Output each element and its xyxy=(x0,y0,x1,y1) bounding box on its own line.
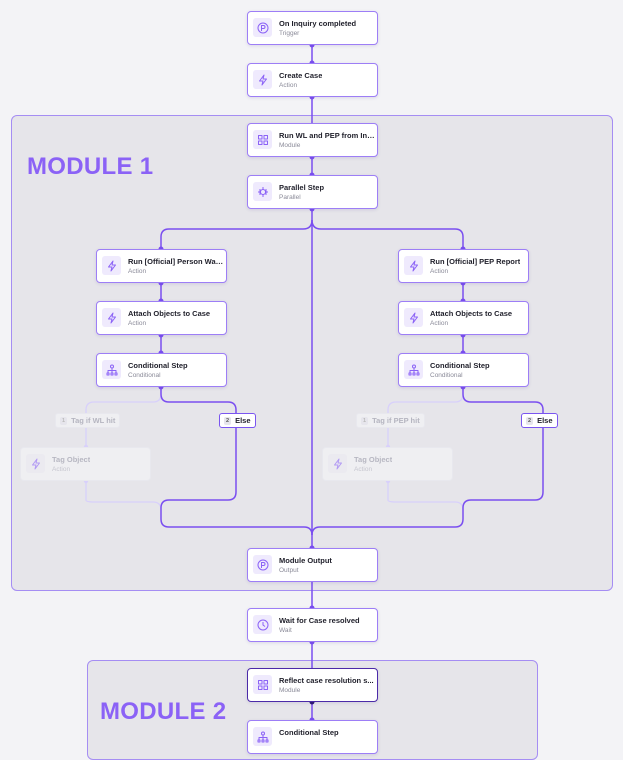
grid-icon xyxy=(253,675,272,694)
lightning-icon xyxy=(404,308,423,327)
node-run-person[interactable]: Run [Official] Person Wat... Action xyxy=(96,249,227,283)
node-wait[interactable]: Wait for Case resolved Wait xyxy=(247,608,378,642)
lightning-icon xyxy=(253,70,272,89)
branch-label: Tag if WL hit xyxy=(71,416,116,425)
node-title: Tag Object xyxy=(52,455,91,464)
node-subtitle: Action xyxy=(128,320,147,327)
hierarchy-icon xyxy=(404,360,423,379)
node-subtitle: Action xyxy=(52,466,71,473)
branch-number: 2 xyxy=(224,416,232,425)
node-run-pep[interactable]: Run [Official] PEP Report Action xyxy=(398,249,529,283)
node-subtitle: Conditional xyxy=(430,372,463,379)
lightning-icon xyxy=(404,256,423,275)
node-title: Attach Objects to Case xyxy=(430,309,513,318)
node-title: Conditional Step xyxy=(128,361,188,370)
node-title: Tag Object xyxy=(354,455,393,464)
node-cond-m2[interactable]: Conditional Step xyxy=(247,720,378,754)
module-2-title: MODULE 2 xyxy=(100,698,227,725)
grid-icon xyxy=(253,130,272,149)
hierarchy-icon xyxy=(253,727,272,746)
clock-icon xyxy=(253,615,272,634)
node-title: Conditional Step xyxy=(279,728,339,737)
node-subtitle: Module xyxy=(279,687,301,694)
p-circle-icon xyxy=(253,18,272,37)
node-subtitle: Conditional xyxy=(128,372,161,379)
node-title: Attach Objects to Case xyxy=(128,309,211,318)
parallel-icon xyxy=(253,182,272,201)
hierarchy-icon xyxy=(102,360,121,379)
node-run-wl-pep[interactable]: Run WL and PEP from Inq... Module xyxy=(247,123,378,157)
node-title: Module Output xyxy=(279,556,332,565)
node-parallel[interactable]: Parallel Step Parallel xyxy=(247,175,378,209)
node-subtitle: Action xyxy=(279,82,298,89)
node-tag-right[interactable]: Tag Object Action xyxy=(322,447,453,481)
lightning-icon xyxy=(328,454,347,473)
node-title: Run WL and PEP from Inq... xyxy=(279,131,375,140)
lightning-icon xyxy=(26,454,45,473)
branch-number: 2 xyxy=(526,416,534,425)
inactive-branch-wires xyxy=(85,387,464,511)
node-title: On Inquiry completed xyxy=(279,19,357,28)
module-1-title: MODULE 1 xyxy=(27,153,154,180)
node-cond-left[interactable]: Conditional Step Conditional xyxy=(96,353,227,387)
node-trigger[interactable]: On Inquiry completed Trigger xyxy=(247,11,378,45)
node-subtitle: Action xyxy=(354,466,373,473)
branch-number: 1 xyxy=(60,416,68,425)
node-title: Conditional Step xyxy=(430,361,490,370)
node-subtitle: Action xyxy=(430,268,449,275)
active-wires xyxy=(160,45,544,720)
node-cond-right[interactable]: Conditional Step Conditional xyxy=(398,353,529,387)
node-subtitle: Output xyxy=(279,567,299,574)
p-circle-icon xyxy=(253,555,272,574)
node-title: Reflect case resolution s... xyxy=(279,676,374,685)
lightning-icon xyxy=(102,256,121,275)
node-module-output[interactable]: Module Output Output xyxy=(247,548,378,582)
node-attach-right[interactable]: Attach Objects to Case Action xyxy=(398,301,529,335)
node-title: Run [Official] Person Wat... xyxy=(128,257,224,266)
node-subtitle: Parallel xyxy=(279,194,301,201)
connections xyxy=(83,42,544,723)
node-reflect[interactable]: Reflect case resolution s... Module xyxy=(247,668,378,702)
node-tag-left[interactable]: Tag Object Action xyxy=(20,447,151,481)
node-title: Create Case xyxy=(279,71,323,80)
node-create-case[interactable]: Create Case Action xyxy=(247,63,378,97)
node-subtitle: Action xyxy=(430,320,449,327)
node-title: Parallel Step xyxy=(279,183,325,192)
node-subtitle: Module xyxy=(279,142,301,149)
node-title: Wait for Case resolved xyxy=(279,616,360,625)
node-subtitle: Action xyxy=(128,268,147,275)
node-subtitle: Wait xyxy=(279,627,292,634)
node-attach-left[interactable]: Attach Objects to Case Action xyxy=(96,301,227,335)
branch-label: Else xyxy=(537,416,553,425)
lightning-icon xyxy=(102,308,121,327)
branch-number: 1 xyxy=(361,416,369,425)
branch-label: Tag if PEP hit xyxy=(372,416,420,425)
branch-label: Else xyxy=(235,416,251,425)
node-title: Run [Official] PEP Report xyxy=(430,257,521,266)
node-subtitle: Trigger xyxy=(279,30,300,37)
